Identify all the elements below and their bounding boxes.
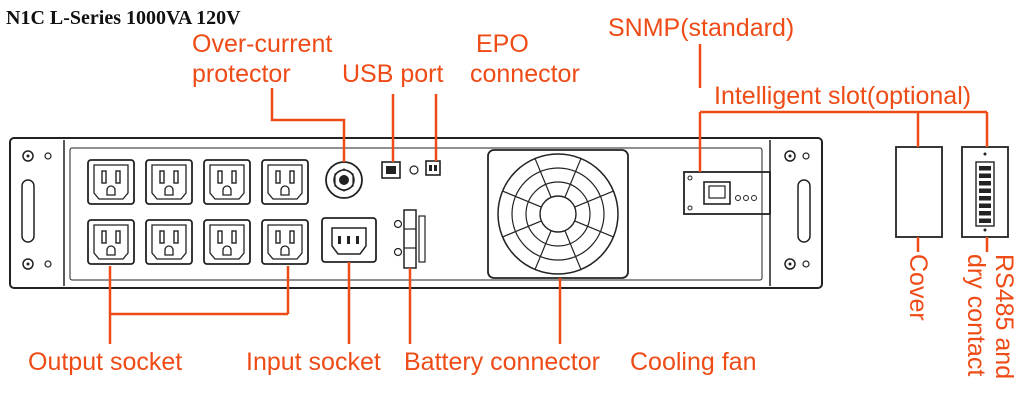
over-current-protector-icon (325, 161, 363, 199)
snmp-card-icon (683, 171, 771, 215)
output-socket-icon (145, 219, 193, 265)
rs485-card-icon (961, 146, 1009, 238)
output-socket-label: Output socket (28, 348, 182, 376)
output-socket-icon (203, 159, 251, 205)
intelligent-slot-label: Intelligent slot(optional) (714, 82, 971, 110)
ups-chassis (9, 137, 823, 289)
output-socket-icon (203, 219, 251, 265)
output-socket-icon (87, 159, 135, 205)
mount-hole-icon (21, 150, 52, 270)
cooling-fan-label: Cooling fan (630, 348, 756, 376)
diagram-title: N1C L-Series 1000VA 120V (6, 7, 241, 29)
output-socket-icon (261, 219, 309, 265)
snmp-label: SNMP(standard) (608, 14, 794, 42)
battery-connector-label: Battery connector (404, 348, 600, 376)
usb-port-icon (381, 161, 401, 179)
epo-connector-icon (409, 160, 441, 176)
cover-card-icon (895, 146, 943, 238)
over-current-label-line2: protector (192, 60, 291, 88)
mount-hole-icon (784, 150, 811, 270)
output-socket-icon (87, 219, 135, 265)
callout-labels: Over-current protector USB port EPO conn… (28, 14, 1018, 379)
cooling-fan-icon (487, 149, 629, 279)
rs485-label-line2: dry contact (962, 254, 990, 376)
epo-label-line2: connector (470, 60, 580, 88)
epo-label-line1: EPO (476, 30, 529, 58)
output-socket-icon (145, 159, 193, 205)
cover-label: Cover (904, 254, 932, 321)
callout-leader-lines (108, 44, 989, 344)
battery-connector-icon (393, 209, 426, 269)
output-socket-icon (261, 159, 309, 205)
over-current-label-line1: Over-current (192, 30, 332, 58)
input-socket-label: Input socket (246, 348, 381, 376)
usb-port-label: USB port (342, 60, 443, 88)
input-socket-icon (321, 217, 377, 263)
output-socket-group (87, 159, 309, 265)
rs485-label-line1: RS485 and (990, 254, 1018, 379)
